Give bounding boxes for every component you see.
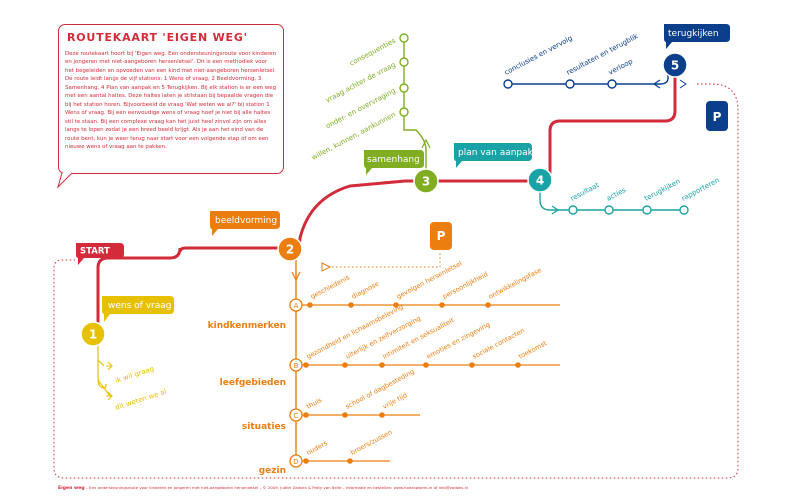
info-text: Deze routekaart hoort bij 'Eigen weg. Ee… — [65, 51, 277, 150]
footer: Eigen weg – Een ondersteuningsroute voor… — [58, 485, 468, 491]
area-stop-label: thuis — [305, 396, 324, 411]
svg-text:P: P — [437, 229, 446, 243]
branch-stop-label: verloop — [607, 57, 634, 77]
area-marker-b: B — [289, 358, 303, 372]
area-stop-label: toekomst — [517, 339, 548, 361]
svg-text:A: A — [294, 302, 299, 310]
area-stop-dot — [303, 362, 309, 368]
branch-s4: resultaat acties terugkijken rapporteren — [539, 176, 721, 215]
area-stop-label: ouders — [305, 439, 329, 457]
area-label: situaties — [242, 422, 286, 432]
area-stop-label: persoonlijkheid — [441, 270, 489, 301]
info-title: ROUTEKAART 'EIGEN WEG' — [67, 31, 248, 44]
svg-text:3: 3 — [422, 175, 430, 189]
station-2: 2 — [277, 236, 303, 262]
info-box-tail — [56, 172, 73, 189]
area-stop-label: school of dagbesteding — [344, 368, 416, 411]
area-stop-dot — [379, 362, 385, 368]
area-stop-dot — [342, 362, 348, 368]
svg-text:C: C — [294, 412, 299, 420]
svg-text:D: D — [293, 458, 298, 466]
station-3: 3 — [413, 168, 439, 194]
station-1: 1 — [80, 321, 106, 347]
info-box: ROUTEKAART 'EIGEN WEG' Deze routekaart h… — [58, 24, 284, 174]
return-arrow — [679, 79, 687, 89]
station-5: 5 — [662, 52, 688, 78]
area-stop-dot — [469, 362, 475, 368]
area-marker-a: A — [289, 298, 303, 312]
area-label: kindkenmerken — [208, 321, 286, 331]
area-stop-dots — [303, 302, 521, 464]
branch-stop-label: dit weten we al — [114, 388, 167, 412]
branch-stop-label: resultaten en terugblik — [565, 32, 640, 77]
area-stop-dot — [348, 302, 354, 308]
svg-text:1: 1 — [89, 328, 97, 342]
branch-stop-label: conclusies en vervolg — [503, 34, 574, 77]
return-route — [53, 83, 739, 479]
branch-stop-label: ik wil graag — [114, 365, 155, 385]
start-label: START — [76, 243, 124, 265]
svg-text:beeldvorming: beeldvorming — [215, 216, 277, 226]
svg-text:2: 2 — [286, 243, 294, 257]
area-label: leefgebieden — [220, 378, 286, 388]
svg-text:B: B — [294, 362, 299, 370]
area-stop-dot — [303, 412, 309, 418]
station-4-label: plan van aanpak — [454, 143, 534, 168]
area-stop-dot — [379, 412, 385, 418]
area-stop-dot — [515, 362, 521, 368]
parking-connector — [324, 252, 441, 268]
svg-text:START: START — [80, 247, 110, 257]
area-stop-dot — [439, 302, 445, 308]
svg-text:wens of vraag: wens of vraag — [108, 301, 171, 311]
station-5-label: terugkijken — [664, 24, 730, 49]
svg-text:terugkijken: terugkijken — [668, 29, 719, 39]
station-1-label: wens of vraag — [102, 296, 174, 322]
area-stop-dot — [342, 412, 348, 418]
area-stop-dot — [347, 458, 353, 464]
station-4: 4 — [527, 167, 553, 193]
area-marker-d: D — [289, 454, 303, 468]
area-stop-dot — [485, 302, 491, 308]
branch-stop-label: resultaat — [569, 181, 600, 203]
svg-text:5: 5 — [671, 59, 679, 73]
svg-text:4: 4 — [536, 174, 544, 188]
area-stop-dot — [303, 458, 309, 464]
branch-stop-label: acties — [605, 186, 627, 203]
parking-sign: P — [706, 101, 728, 131]
branch-stop-label: terugkijken — [643, 177, 681, 203]
area-stop-label: vrije tijd — [381, 391, 408, 411]
station-3-label: samenhang — [364, 150, 424, 175]
station-2-label: beeldvorming — [210, 211, 280, 236]
main-route-line — [96, 66, 677, 332]
area-marker-c: C — [289, 408, 303, 422]
branch-s5: conclusies en vervolg resultaten en teru… — [503, 32, 669, 89]
branch-s1: ik wil graag dit weten we al — [97, 340, 168, 412]
area-stop-dot — [307, 302, 313, 308]
branch-stop-label: rapporteren — [680, 176, 721, 203]
footer-brand: Eigen weg — [58, 486, 85, 491]
svg-text:samenhang: samenhang — [367, 155, 420, 165]
area-stop-label: geschiedenis — [309, 273, 351, 301]
footer-text: – Een ondersteuningsroute voor kinderen … — [84, 485, 469, 490]
svg-text:P: P — [713, 110, 722, 124]
parking-arrow — [321, 262, 332, 272]
area-stop-label: ontwikkelingsfase — [487, 266, 543, 301]
area-stop-label: diagnose — [350, 280, 380, 301]
parking-sign: P — [430, 222, 452, 250]
area-stop-dot — [393, 302, 399, 308]
area-label: gezin — [259, 466, 286, 476]
svg-text:plan van aanpak: plan van aanpak — [458, 148, 534, 158]
area-stop-dot — [423, 362, 429, 368]
area-stop-label: broers/zussen — [349, 428, 393, 457]
